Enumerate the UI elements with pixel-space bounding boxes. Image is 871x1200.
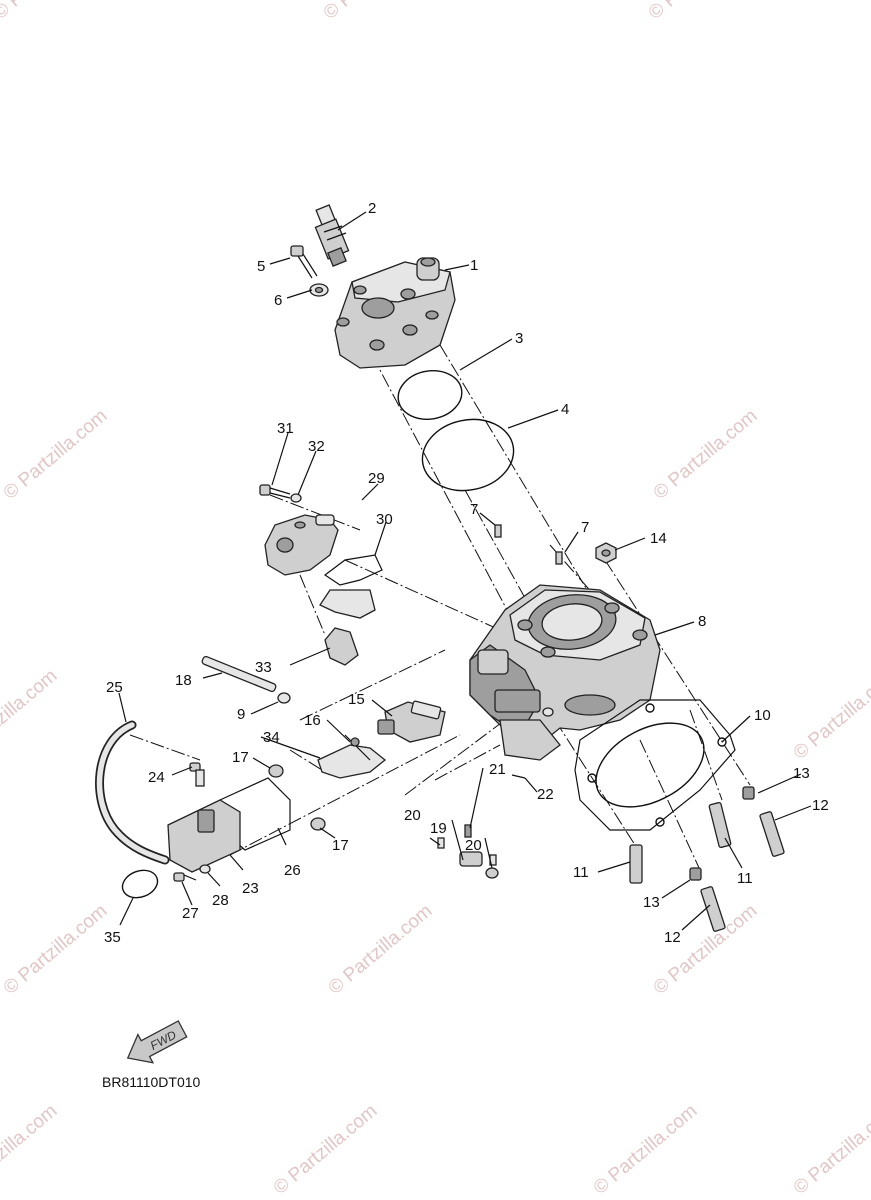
callout-label: 12: [664, 929, 681, 946]
head-bolt: [290, 245, 318, 279]
callout-label: 25: [106, 679, 123, 696]
o-ring-small: [397, 370, 463, 420]
callout-label: 4: [561, 401, 569, 418]
callout-label: 24: [148, 769, 165, 786]
hose-fitting: [189, 762, 205, 787]
callout-label: 18: [175, 672, 192, 689]
callout-label: 16: [304, 712, 321, 729]
dowel-pin: [555, 551, 563, 565]
valve-holder: [264, 514, 339, 576]
callout-labels: 1 2 3 4 5 6 7 7 8 9 10 11 11 12 12 13 13…: [104, 200, 829, 946]
hose-clamp: [121, 869, 159, 899]
cylinder-head: [334, 257, 456, 369]
callout-label: 20: [465, 837, 482, 854]
callout-label: 15: [348, 691, 365, 708]
watermark: © Partzilla.com: [0, 665, 61, 763]
watermark: © Partzilla.com: [790, 665, 871, 763]
watermark: © Partzilla.com: [0, 1100, 61, 1198]
assembly-lines: [129, 344, 751, 871]
callout-label: 10: [754, 707, 771, 724]
callout-label: 28: [212, 892, 229, 909]
holder-gasket: [323, 554, 383, 586]
cylinder-block: [469, 584, 661, 761]
diagram-code: BR81110DT010: [102, 1074, 201, 1090]
callout-label: 7: [470, 501, 478, 518]
callout-label: 11: [573, 864, 589, 881]
callout-label: 11: [737, 870, 753, 887]
watermark: © Partzilla.com: [650, 900, 762, 998]
base-gasket: [574, 699, 736, 831]
callout-label: 30: [376, 511, 393, 528]
callout-label: 13: [643, 894, 660, 911]
callout-label: 17: [232, 749, 249, 766]
cover-bolt: [268, 764, 326, 831]
callout-label: 3: [515, 330, 523, 347]
callout-label: 22: [537, 786, 554, 803]
holder-plate: [319, 589, 376, 666]
washer: [277, 692, 291, 704]
small-bolt: [173, 864, 211, 882]
callout-label: 6: [274, 292, 282, 309]
callout-label: 31: [277, 420, 294, 437]
fwd-arrow: FWD: [126, 1020, 188, 1064]
pin: [511, 774, 526, 779]
valve-rod: [201, 655, 277, 693]
callout-label: 13: [793, 765, 810, 782]
callout-label: 12: [812, 797, 829, 814]
callout-label: 14: [650, 530, 667, 547]
callout-label: 23: [242, 880, 259, 897]
watermark: © Partzilla.com: [325, 900, 437, 998]
spark-plug: [314, 204, 350, 267]
o-ring-large: [421, 418, 515, 492]
watermark: © Partzilla.com: [650, 405, 762, 503]
flange-nut-hole: [601, 549, 611, 557]
callout-label: 7: [581, 519, 589, 536]
callout-label: 27: [182, 905, 199, 922]
watermark: © Partzilla.com: [0, 0, 101, 24]
callout-label: 33: [255, 659, 272, 676]
callout-label: 2: [368, 200, 376, 217]
head-washer: [309, 283, 329, 297]
callout-label: 26: [284, 862, 301, 879]
stud-bolts: [629, 786, 785, 932]
callout-label: 32: [308, 438, 325, 455]
watermark: © Partzilla.com: [0, 405, 111, 503]
callout-label: 35: [104, 929, 121, 946]
watermark: © Partzilla.com: [320, 0, 432, 24]
callout-label: 20: [404, 807, 421, 824]
callout-label: 19: [430, 820, 447, 837]
watermark: © Partzilla.com: [0, 900, 111, 998]
callout-label: 1: [470, 257, 478, 274]
callout-label: 29: [368, 470, 385, 487]
callout-label: 8: [698, 613, 706, 630]
watermark: © Partzilla.com: [645, 0, 757, 24]
small-valve: [437, 824, 499, 879]
linkage: [317, 734, 387, 779]
callout-label: 5: [257, 258, 265, 275]
callout-label: 34: [263, 729, 280, 746]
callout-label: 21: [489, 761, 506, 778]
watermark: © Partzilla.com: [790, 1100, 871, 1198]
callout-label: 17: [332, 837, 349, 854]
leader-lines: [118, 211, 812, 931]
watermark: © Partzilla.com: [270, 1100, 382, 1198]
dowel-pin: [494, 524, 502, 538]
power-valve: [377, 700, 446, 743]
watermark: © Partzilla.com: [590, 1100, 702, 1198]
callout-label: 9: [237, 706, 245, 723]
holder-bolt: [259, 484, 302, 503]
side-cover: [167, 799, 241, 873]
